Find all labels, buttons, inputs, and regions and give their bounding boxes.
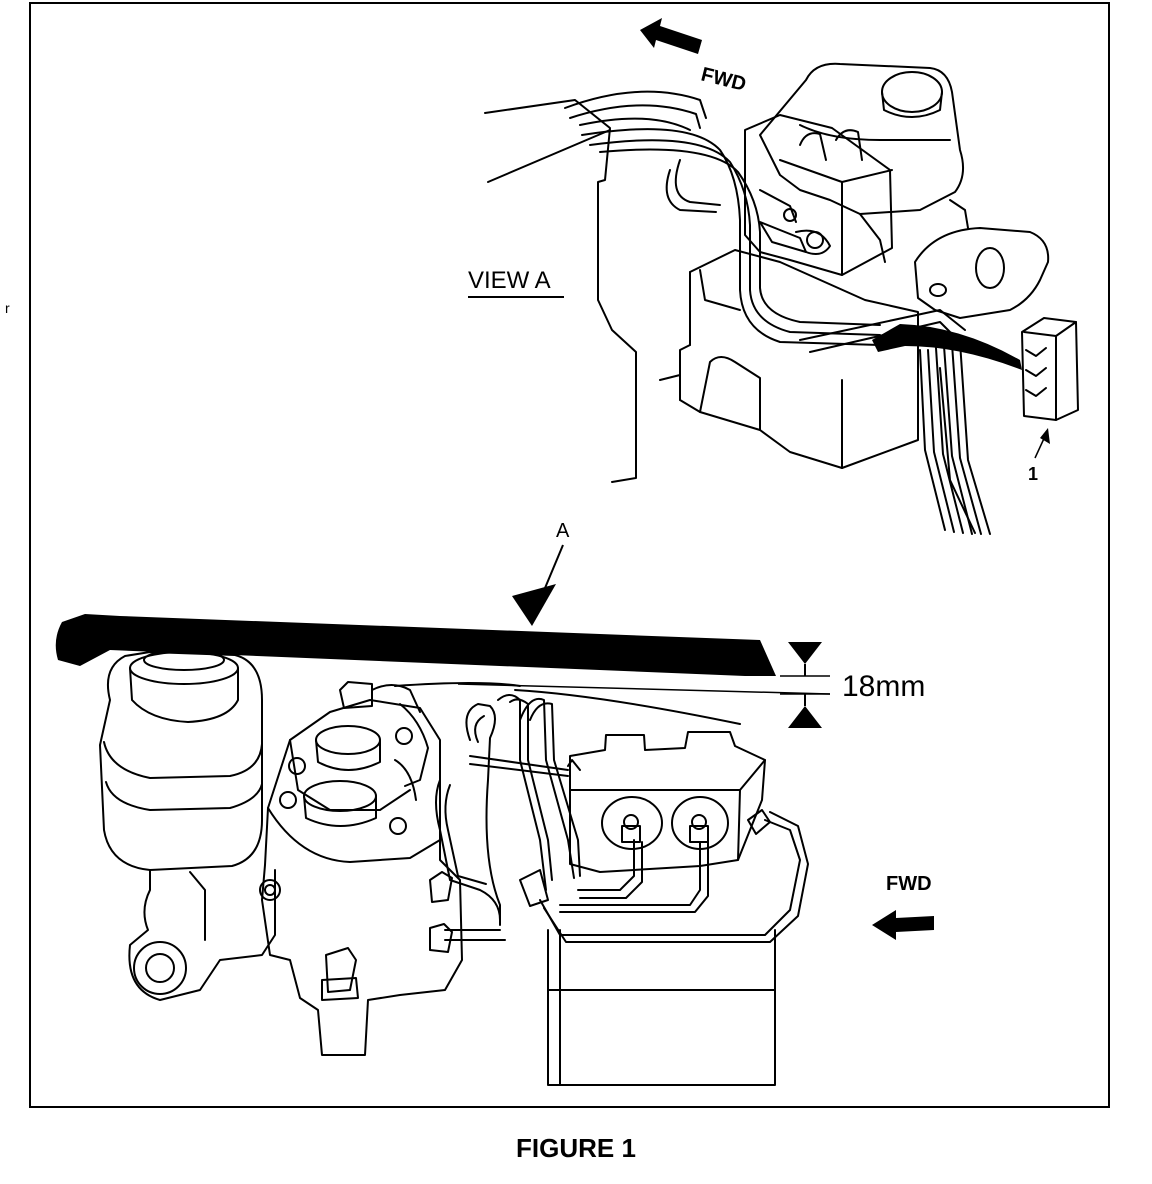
master-cylinder-body [128,869,276,1001]
main-fwd-arrow-icon [872,910,934,940]
view-a-illustration [484,62,1079,535]
valve-connector [339,681,373,709]
abs-modulator [569,731,766,873]
port-lower [303,780,377,812]
bleeder-nipple [325,947,357,993]
brake-line [564,90,707,119]
view-a-fwd-label: FWD [699,64,749,96]
modulator-block [744,114,893,276]
figure-caption: FIGURE 1 [516,1133,636,1163]
clearance-label: 18mm [842,670,925,703]
motor-pack [679,249,919,469]
port-upper [315,725,381,755]
main-fwd-label: FWD [886,873,932,895]
view-a-fwd-arrow-icon [640,18,702,54]
stray-mark: r [5,300,10,316]
outlet-fitting [429,871,453,903]
motor-pack [547,929,776,1086]
brake-fitting [621,825,641,843]
reservoir-cap [881,71,943,113]
harness-wire-bundle [872,324,1022,370]
reservoir-body [759,62,965,215]
callout-1-arrowhead [1040,428,1050,444]
view-marker-a: A [556,520,570,542]
callout-1-number: 1 [1028,464,1038,484]
main-view-illustration [99,649,809,1086]
brake-fitting [759,221,807,253]
bulkhead-panel [484,99,637,483]
reservoir-cap [129,667,239,723]
harness-connector [1021,317,1079,421]
hood-edge [55,614,776,676]
brake-line [465,703,501,926]
reservoir-body [99,651,263,871]
view-marker-arrow-icon [512,584,556,626]
combination-valve [261,699,463,1056]
figure-frame [29,2,1110,1108]
view-a-title: VIEW A [468,267,551,294]
mounting-bracket [914,227,1050,319]
